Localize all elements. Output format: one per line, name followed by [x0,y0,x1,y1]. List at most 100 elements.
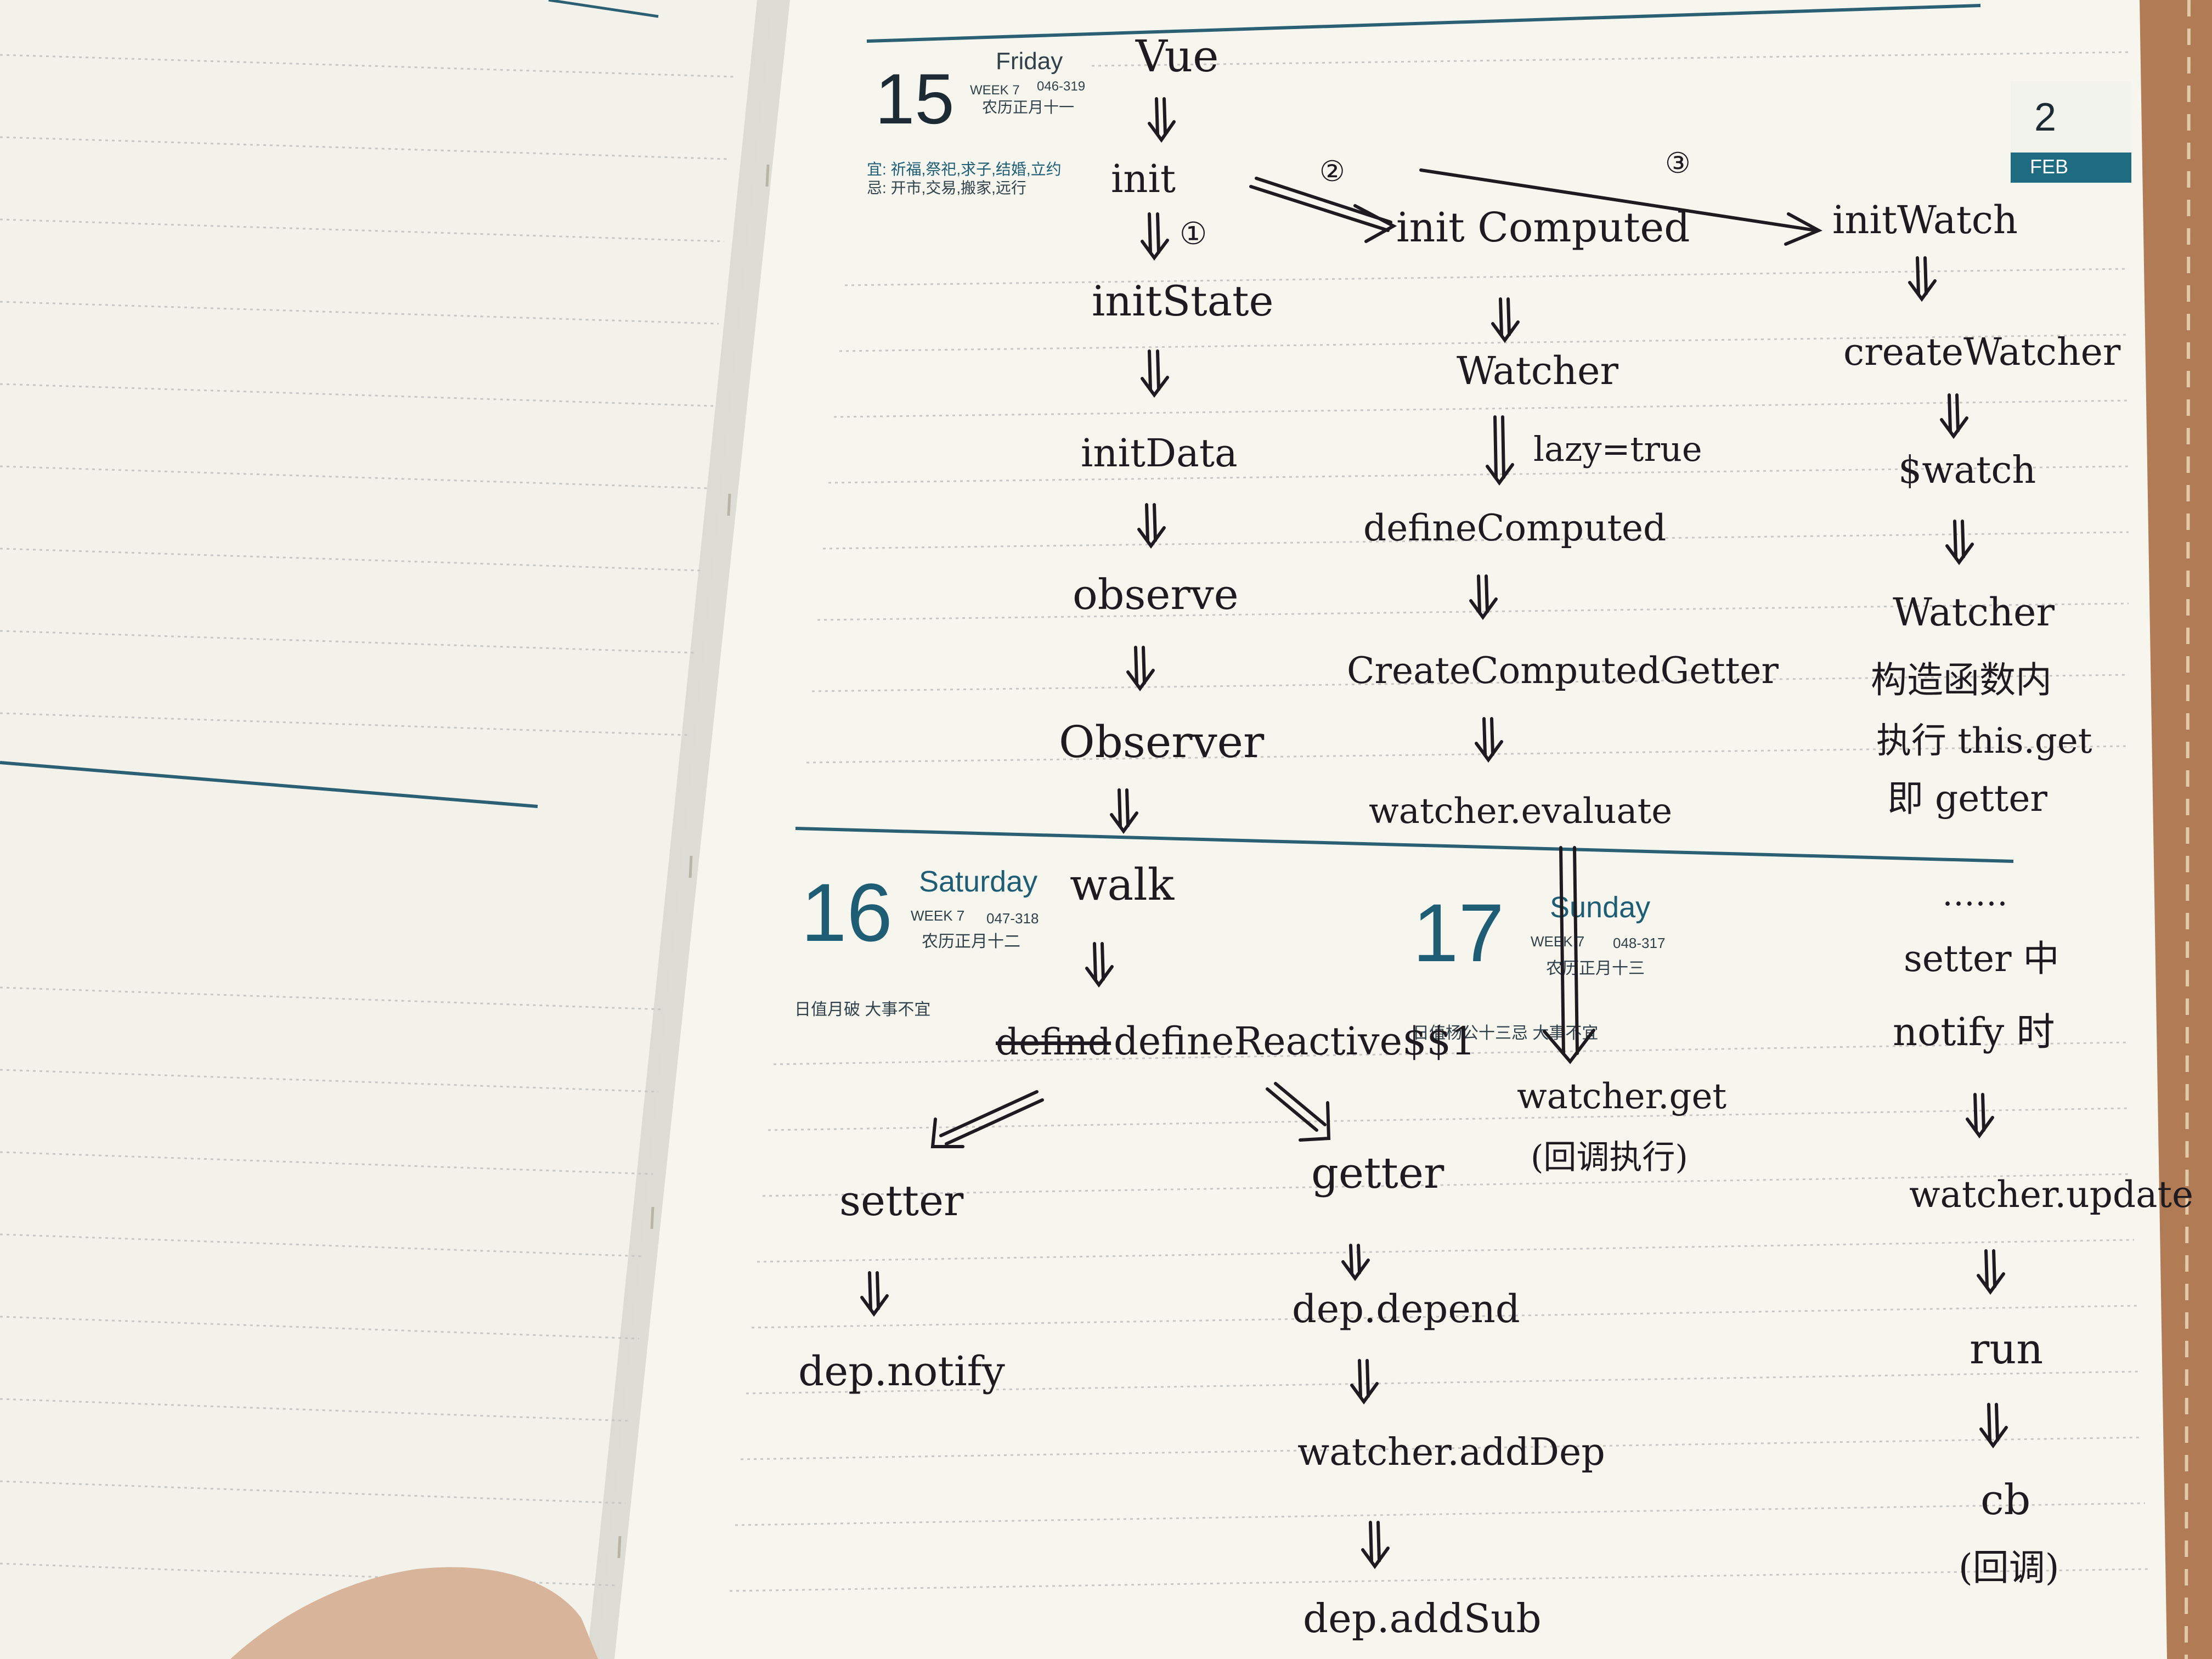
note-createwatcher: createWatcher [1843,331,2121,374]
note-initwatch: initWatch [1832,198,2018,242]
note-lazy-true: lazy=true [1533,429,1702,469]
note-definereactive: defineReactive$$1 [1114,1019,1476,1064]
note-init: init [1111,156,1176,201]
note-watch-watcher: Watcher [1893,590,2055,635]
note-vue: Vue [1135,31,1219,82]
day-15-avoid: 忌: 开市,交易,搬家,远行 [867,179,1026,196]
month-tab: 2 FEB [2011,81,2131,183]
day-17-note: 日值杨公十三忌 大事不宜 [1413,1024,1598,1042]
day-15-range: 046-319 [1037,79,1085,94]
month-tab-month: FEB [2030,155,2068,178]
note-dep-depend: dep.depend [1292,1286,1520,1331]
day-16-lunar: 农历正月十二 [922,933,1020,951]
arrow-down-icon [1475,717,1503,763]
note-getter-branch: getter [1311,1149,1444,1198]
note-dep-addsub: dep.addSub [1303,1595,1542,1641]
day-17-range: 048-317 [1613,935,1665,951]
note-watcher-adddep: watcher.addDep [1297,1431,1605,1474]
note-callback: (回调) [1959,1547,2059,1589]
left-page-divider [0,761,538,808]
arrow-down-icon [1977,1249,2005,1295]
left-page-top-line [548,0,659,18]
left-page [0,0,779,1659]
note-getter: 即 getter [1887,777,2047,820]
day-16-range: 047-318 [986,910,1039,927]
day-16-weekday: Saturday [919,865,1037,898]
step-mark-3: ③ [1665,147,1691,180]
day15-top-line [866,4,1981,43]
arrow-down-icon [1469,574,1498,620]
right-page [598,0,2167,1659]
day16-divider [795,827,2014,863]
note-on-notify: notify 时 [1893,1009,2055,1054]
arrow-down-icon [1141,212,1169,261]
arrow-down-icon [1110,788,1138,834]
note-in-setter: setter 中 [1904,938,2059,980]
note-continuation: …… [1942,875,2008,913]
handwritten-arrows [860,97,2008,1570]
arrow-down-icon [1085,942,1114,988]
day-16-date: 16 [801,866,893,958]
note-struck-word: defind [996,1021,1111,1063]
day-15-date: 15 [875,59,955,139]
day-16-week: WEEK 7 [911,907,964,924]
hand [230,1567,598,1659]
arrow-down-icon [1966,1093,1994,1139]
arrow-down-icon [1486,415,1514,486]
day-15-weekday: Friday [996,48,1063,75]
note-dollar-watch: $watch [1898,449,2036,492]
arrow-down-icon [860,1271,889,1317]
right-page-rules [729,51,2148,1592]
arrow-down-icon [1979,1403,2008,1449]
main-flow: Vue init initState initData observe Obse… [996,31,1691,1064]
binding-stitches [617,164,770,1559]
left-page-rules [0,54,736,1587]
arrow-down-left-icon [930,1090,1044,1148]
note-initdata: initData [1081,431,1238,476]
note-callback-exec: (回调执行) [1531,1138,1688,1177]
arrow-right-icon [1419,168,1822,246]
note-observe: observe [1073,570,1239,619]
step-mark-1: ① [1180,216,1207,252]
note-definecomputed: defineComputed [1363,507,1666,549]
arrow-down-icon [1137,503,1166,549]
day-15-lunar: 农历正月十一 [982,99,1074,116]
day-16-header: 16 Saturday WEEK 7 047-318 农历正月十二 日值月破 大… [794,865,1039,1019]
note-run: run [1970,1324,2043,1373]
arrow-down-icon [1491,297,1520,343]
note-watcher-evaluate: watcher.evaluate [1369,791,1672,832]
spine-shadow [587,0,790,1659]
note-init-computed: init Computed [1396,204,1690,251]
note-createcomputedgetter: CreateComputedGetter [1347,650,1779,692]
branch-flow: setter dep.notify getter dep.depend watc… [798,1149,1605,1641]
note-exec-this-get: 执行 this.get [1876,721,2092,761]
note-constructor: 构造函数内 [1871,659,2052,701]
arrow-down-icon [1341,1244,1370,1282]
arrow-down-icon [1543,846,1595,1064]
note-setter: setter [839,1176,964,1225]
arrow-down-right-icon [1266,1082,1331,1142]
arrow-down-icon [1945,520,1974,566]
month-tab-day: 2 [2034,95,2056,139]
watch-flow: initWatch createWatcher $watch Watcher 构… [1832,198,2193,1589]
day-16-note: 日值月破 大事不宜 [794,1001,930,1019]
computed-flow: init Computed Watcher lazy=true defineCo… [1347,204,1779,1177]
arrow-down-icon [1361,1521,1390,1570]
note-observer: Observer [1059,716,1265,768]
note-walk: walk [1070,859,1175,910]
arrow-down-icon [1940,393,1968,439]
note-cb: cb [1980,1475,2030,1524]
day-15-week: WEEK 7 [970,83,1020,98]
note-watcher-get: watcher.get [1517,1076,1726,1117]
arrow-down-icon [1350,1359,1379,1405]
day-15-suitable: 宜: 祈福,祭祀,求子,结婚,立约 [867,161,1062,178]
cover-stitching [2185,0,2191,1659]
day-15-header: 15 Friday WEEK 7 046-319 农历正月十一 宜: 祈福,祭祀… [867,48,1085,196]
arrow-down-icon [1141,349,1169,398]
arrow-down-icon [1148,97,1176,143]
note-computed-watcher: Watcher [1457,348,1618,393]
note-watcher-update: watcher.update [1909,1173,2193,1216]
day-17-weekday: Sunday [1550,891,1650,924]
note-dep-notify: dep.notify [798,1348,1005,1395]
